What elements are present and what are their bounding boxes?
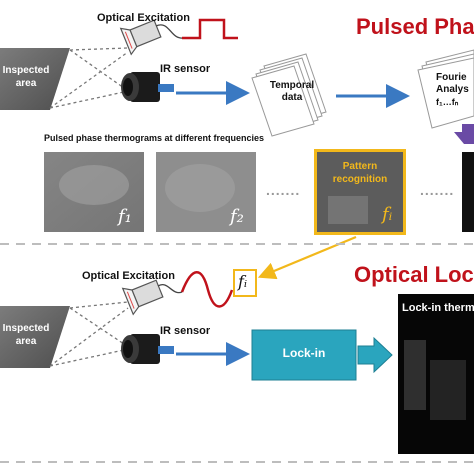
thermogram-f1 [44, 152, 144, 232]
pulsed-phase-title: Pulsed Pha [356, 14, 474, 39]
thermogram-fi [314, 149, 406, 235]
freq-label-fi-bottom: fᵢ [238, 272, 248, 291]
view-rays-bottom [49, 301, 129, 367]
pattern-recognition-label: Pattern recognition [332, 161, 388, 185]
lamp-icon-bottom [121, 279, 164, 316]
freq-label-fi: fᵢ [382, 204, 393, 225]
lamp-cable-bottom [157, 284, 183, 294]
ir-camera-icon-top [121, 72, 174, 102]
ellipsis-dots-2: ....... [420, 182, 455, 198]
lockin-thermogram-label: Lock-in therm [402, 302, 474, 314]
pulse-signal [182, 18, 238, 40]
thermogram-partial-dark [462, 152, 474, 232]
inspected-area-label-bottom: Inspected area [2, 323, 50, 347]
lockin-arrow [357, 336, 393, 374]
lamp-cable-top [155, 24, 185, 39]
optical-excitation-label-top: Optical Excitation [97, 12, 190, 24]
optical-excitation-label-bottom: Optical Excitation [82, 270, 175, 282]
inspected-area-bottom [0, 306, 70, 368]
purple-arrow-head [454, 132, 474, 144]
lockin-thermogram [398, 294, 474, 454]
thermogram-f2 [156, 152, 256, 232]
purple-arrow-stem [462, 124, 474, 132]
fi-box [233, 269, 257, 297]
lamp-icon-top [119, 19, 162, 56]
inspected-area-top [0, 48, 70, 110]
arrow-fi-to-bottom [257, 235, 357, 280]
ir-sensor-label-bottom: IR sensor [160, 325, 211, 337]
sine-signal [180, 271, 234, 308]
lockin-label: Lock-in [282, 346, 326, 360]
optical-lockin-title: Optical Loc [354, 262, 474, 287]
fourier-stack [417, 49, 474, 129]
thermograms-caption: Pulsed phase thermograms at different fr… [44, 133, 265, 143]
temporal-data-stack [251, 53, 327, 137]
ir-camera-icon-bottom [121, 334, 174, 364]
freq-label-f1: f₁ [118, 206, 132, 227]
fourier-label: Fourie Analys f₁…fₙ [436, 72, 469, 107]
freq-label-f2: f₂ [230, 206, 244, 227]
ellipsis-dots-1: ....... [266, 182, 301, 198]
inspected-area-label-top: Inspected area [2, 65, 50, 89]
ir-sensor-label-top: IR sensor [160, 63, 211, 75]
view-rays-top [49, 47, 129, 109]
lockin-box [251, 329, 357, 381]
temporal-data-label: Temporal data [269, 80, 315, 103]
